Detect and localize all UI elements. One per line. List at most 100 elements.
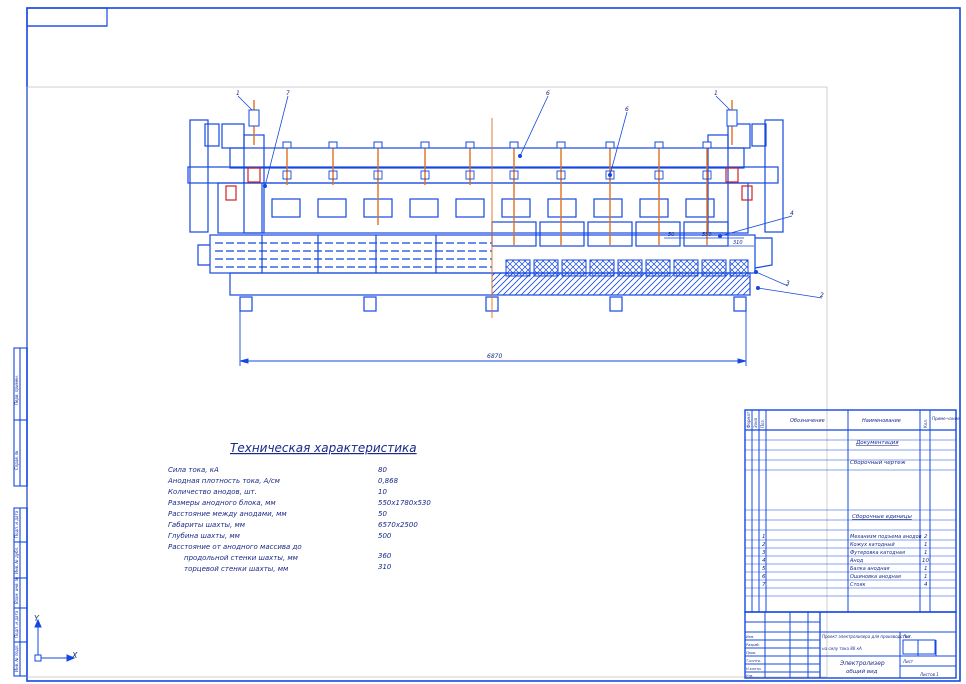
leader-number: 4 — [790, 210, 794, 217]
dimension-small-2: 550 — [702, 232, 712, 238]
stamp-row: Т.контр. — [746, 659, 761, 663]
tech-label: Глубина шахты, мм — [168, 532, 241, 540]
spec-header-format: Формат — [746, 411, 751, 428]
rod-clamps — [282, 170, 712, 180]
spec-table-grid — [744, 409, 957, 613]
tech-table: Сила тока, кА 80 Анодная плотность тока,… — [167, 466, 431, 573]
stamp-project-title-2: на силу тока 80 кА — [822, 646, 862, 651]
spec-assembly-drawing: Сборочный чертеж — [850, 460, 906, 466]
spec-section-units: Сборочные единицы — [852, 514, 912, 520]
leader-number: 3 — [786, 280, 790, 287]
side-labels: Перв. примен. Справ. № Подп. и дата Инв.… — [14, 375, 19, 672]
spec-qty: 2 — [924, 534, 928, 540]
spec-pos: 2 — [762, 542, 766, 548]
dimension-small-1: 50 — [668, 232, 674, 238]
dimension-overall-label: 6870 — [487, 353, 502, 360]
stamp-project-title: Проект электролизера для производства — [822, 634, 910, 639]
side-label: Перв. примен. — [14, 375, 19, 405]
spec-name: Стояк — [850, 582, 866, 588]
spec-pos: 6 — [762, 574, 766, 580]
spec-qty: 4 — [924, 582, 928, 588]
spec-name: Кожух катодный — [850, 542, 895, 548]
spec-pos: 7 — [762, 582, 766, 588]
spec-pos: 1 — [762, 534, 766, 540]
tech-label: Размеры анодного блока, мм — [168, 499, 276, 507]
leader-number: 2 — [820, 292, 824, 299]
stamp-stage: Лит. — [902, 634, 912, 639]
stamp-sheets: Листов 1 — [919, 672, 939, 677]
tech-label: Анодная плотность тока, А/см — [167, 477, 281, 485]
spec-name: Анод — [849, 558, 864, 564]
leader-numbers: 1 7 6 6 1 4 3 2 — [236, 90, 824, 299]
tech-value: 360 — [378, 552, 392, 560]
tech-value: 50 — [378, 510, 387, 518]
spec-qty: 1 — [924, 574, 928, 580]
side-label: Подп. и дата — [14, 510, 19, 538]
leader-number: 1 — [714, 90, 718, 97]
spec-name: Ошиновка анодная — [850, 574, 901, 580]
stamp-sheet: Лист — [902, 659, 914, 664]
spec-header-name: Наименование — [862, 418, 901, 424]
tech-label: продольной стенки шахты, мм — [184, 554, 299, 562]
stamp-row: Утв. — [746, 674, 753, 678]
spec-qty: 10 — [922, 558, 929, 564]
tech-value: 500 — [378, 532, 392, 540]
axis-y-label: Y — [34, 614, 40, 623]
title-block-text: Проект электролизера для производства на… — [746, 634, 939, 678]
tech-label: Габариты шахты, мм — [168, 521, 246, 529]
tech-label: Количество анодов, шт. — [168, 488, 257, 496]
dimension-overall — [239, 311, 747, 366]
leader-number: 6 — [546, 90, 550, 97]
stamp-name-1: Электролизер — [839, 660, 885, 667]
spec-section-documentation: Документация — [855, 440, 899, 446]
tech-value: 550х1780х530 — [378, 499, 431, 507]
stamp-row: Разраб. — [746, 643, 760, 647]
spec-qty: 1 — [924, 542, 928, 548]
spec-header-pos: Поз. — [760, 419, 765, 428]
axis-indicator — [34, 618, 76, 662]
tech-label: торцевой стенки шахты, мм — [184, 565, 289, 573]
spec-pos: 4 — [762, 558, 766, 564]
spec-qty: 1 — [924, 550, 928, 556]
tech-value: 0,868 — [378, 477, 399, 485]
tech-value: 6570х2500 — [378, 521, 418, 529]
dimension-small — [664, 237, 754, 247]
dimension-small-3: 310 — [733, 240, 743, 246]
spec-header-note: Приме-чание — [932, 416, 960, 421]
tech-label: Расстояние между анодами, мм — [168, 510, 287, 518]
stamp-name-2: общий вид — [846, 669, 878, 675]
tech-label: Сила тока, кА — [168, 466, 219, 474]
spec-pos: 5 — [762, 566, 766, 572]
stamp-row: Пров. — [746, 651, 756, 655]
spec-name: Футеровка катодная — [850, 550, 905, 556]
cathode-blocks — [505, 259, 749, 277]
spec-row-lines — [745, 439, 956, 597]
spec-headers: Формат Зона Поз. Обозначение Наименовани… — [746, 411, 960, 428]
spec-name: Балка анодная — [850, 566, 890, 572]
spec-body: Документация Сборочный чертеж Сборочные … — [762, 440, 929, 588]
tech-label: Расстояние от анодного массива до — [168, 543, 302, 551]
stamp-row: Н.контр. — [746, 667, 762, 671]
tech-value: 10 — [378, 488, 387, 496]
spec-pos: 3 — [762, 550, 766, 556]
anode-rods — [253, 100, 733, 318]
tech-value: 310 — [378, 563, 392, 571]
stamp-row: Изм. — [746, 635, 754, 639]
spec-header-qty: Кол. — [923, 419, 928, 428]
rod-caps — [248, 109, 738, 149]
spec-name: Механизм подъема анодов — [850, 534, 922, 540]
side-label: Подп. и дата — [14, 610, 19, 638]
leader-number: 1 — [236, 90, 240, 97]
spec-qty: 1 — [924, 566, 928, 572]
leader-number: 6 — [625, 106, 629, 113]
tech-title: Техническая характеристика — [230, 441, 417, 455]
red-insulators — [225, 167, 753, 201]
side-label: Справ. № — [14, 451, 19, 470]
electrolyzer-view — [187, 119, 784, 312]
axis-x-label: X — [71, 651, 78, 660]
spec-header-designation: Обозначение — [790, 418, 825, 424]
leader-number: 7 — [286, 90, 290, 97]
tech-value: 80 — [378, 466, 387, 474]
title-block-grid — [744, 611, 957, 679]
